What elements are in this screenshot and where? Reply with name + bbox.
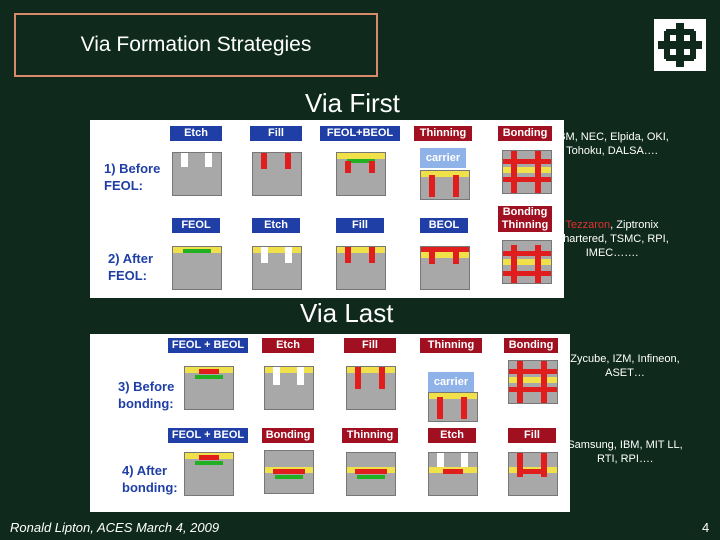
header-thinning: Thinning	[342, 428, 398, 443]
row-label-line: 1) Before	[104, 161, 161, 176]
header-fill: Fill	[250, 126, 302, 141]
row-label-line: 2) After	[108, 251, 154, 266]
page-number: 4	[702, 520, 710, 535]
via-last-diagram: FEOL + BEOL Etch Fill Thinning Bonding 3…	[90, 334, 570, 512]
row-label-line: FEOL:	[104, 178, 143, 193]
wafer	[252, 152, 302, 196]
header-bonding-thinning: Bonding Thinning	[498, 206, 552, 232]
row-label-before-bonding: 3) Before bonding:	[118, 378, 174, 412]
note-rest: , Ziptronix Chartered, TSMC, RPI, IMEC………	[555, 219, 669, 259]
header-etch: Etch	[170, 126, 222, 141]
footer-credit: Ronald Lipton, ACES March 4, 2009	[10, 520, 220, 535]
header-bonding: Bonding	[498, 126, 552, 141]
header-etch: Etch	[262, 338, 314, 353]
wafer	[502, 240, 552, 284]
via-first-label: Via First	[305, 88, 400, 118]
wafer	[336, 246, 386, 290]
wafer	[264, 450, 314, 494]
header-etch: Etch	[428, 428, 476, 443]
wafer	[346, 366, 396, 410]
row-label-line: bonding:	[122, 480, 178, 495]
wafer	[264, 366, 314, 410]
header-etch: Etch	[252, 218, 300, 233]
row-label-before-feol: 1) Before FEOL:	[104, 160, 160, 194]
fermilab-logo-icon	[654, 19, 706, 71]
header-fill: Fill	[508, 428, 556, 443]
wafer	[508, 452, 558, 496]
wafer	[346, 452, 396, 496]
wafer	[336, 152, 386, 196]
header-bonding: Bonding	[504, 338, 558, 353]
row-label-line: FEOL:	[108, 268, 147, 283]
wafer	[184, 366, 234, 410]
wafer	[428, 452, 478, 496]
header-feol-beol: FEOL + BEOL	[168, 428, 248, 443]
header-fill: Fill	[344, 338, 396, 353]
via-first-note-2: Tezzaron, Ziptronix Chartered, TSMC, RPI…	[553, 218, 671, 260]
wafer	[172, 152, 222, 196]
via-last-label: Via Last	[300, 298, 394, 328]
header-beol: BEOL	[420, 218, 468, 233]
row-label-after-bonding: 4) After bonding:	[122, 462, 178, 496]
slide-title: Via Formation Strategies	[14, 13, 378, 77]
header-bonding: Bonding	[262, 428, 314, 443]
wafer	[508, 360, 558, 404]
row-label-line: bonding:	[118, 396, 174, 411]
header-feol-beol: FEOL + BEOL	[168, 338, 248, 353]
header-feol-beol: FEOL+BEOL	[320, 126, 400, 141]
wafer	[502, 150, 552, 194]
header-feol: FEOL	[172, 218, 220, 233]
carrier-block: carrier	[420, 148, 466, 168]
row-label-after-feol: 2) After FEOL:	[108, 250, 153, 284]
header-fill: Fill	[336, 218, 384, 233]
via-first-note-1: IBM, NEC, Elpida, OKI, Tohoku, DALSA….	[555, 131, 669, 157]
via-first-diagram: Etch Fill FEOL+BEOL Thinning Bonding 1) …	[90, 120, 564, 298]
carrier-block: carrier	[428, 372, 474, 392]
row-label-line: 4) After	[122, 463, 168, 478]
wafer	[428, 392, 478, 422]
wafer	[252, 246, 302, 290]
via-last-note-2: Samsung, IBM, MIT LL, RTI, RPI….	[567, 439, 683, 465]
wafer	[172, 246, 222, 290]
wafer	[420, 170, 470, 200]
row-label-line: 3) Before	[118, 379, 175, 394]
header-thinning: Thinning	[414, 126, 472, 141]
wafer	[184, 452, 234, 496]
note-highlight: Tezzaron	[565, 219, 611, 231]
wafer	[420, 246, 470, 290]
header-thinning: Thinning	[420, 338, 482, 353]
via-last-note-1: Zycube, IZM, Infineon, ASET…	[570, 353, 680, 379]
slide-title-text: Via Formation Strategies	[80, 33, 312, 56]
